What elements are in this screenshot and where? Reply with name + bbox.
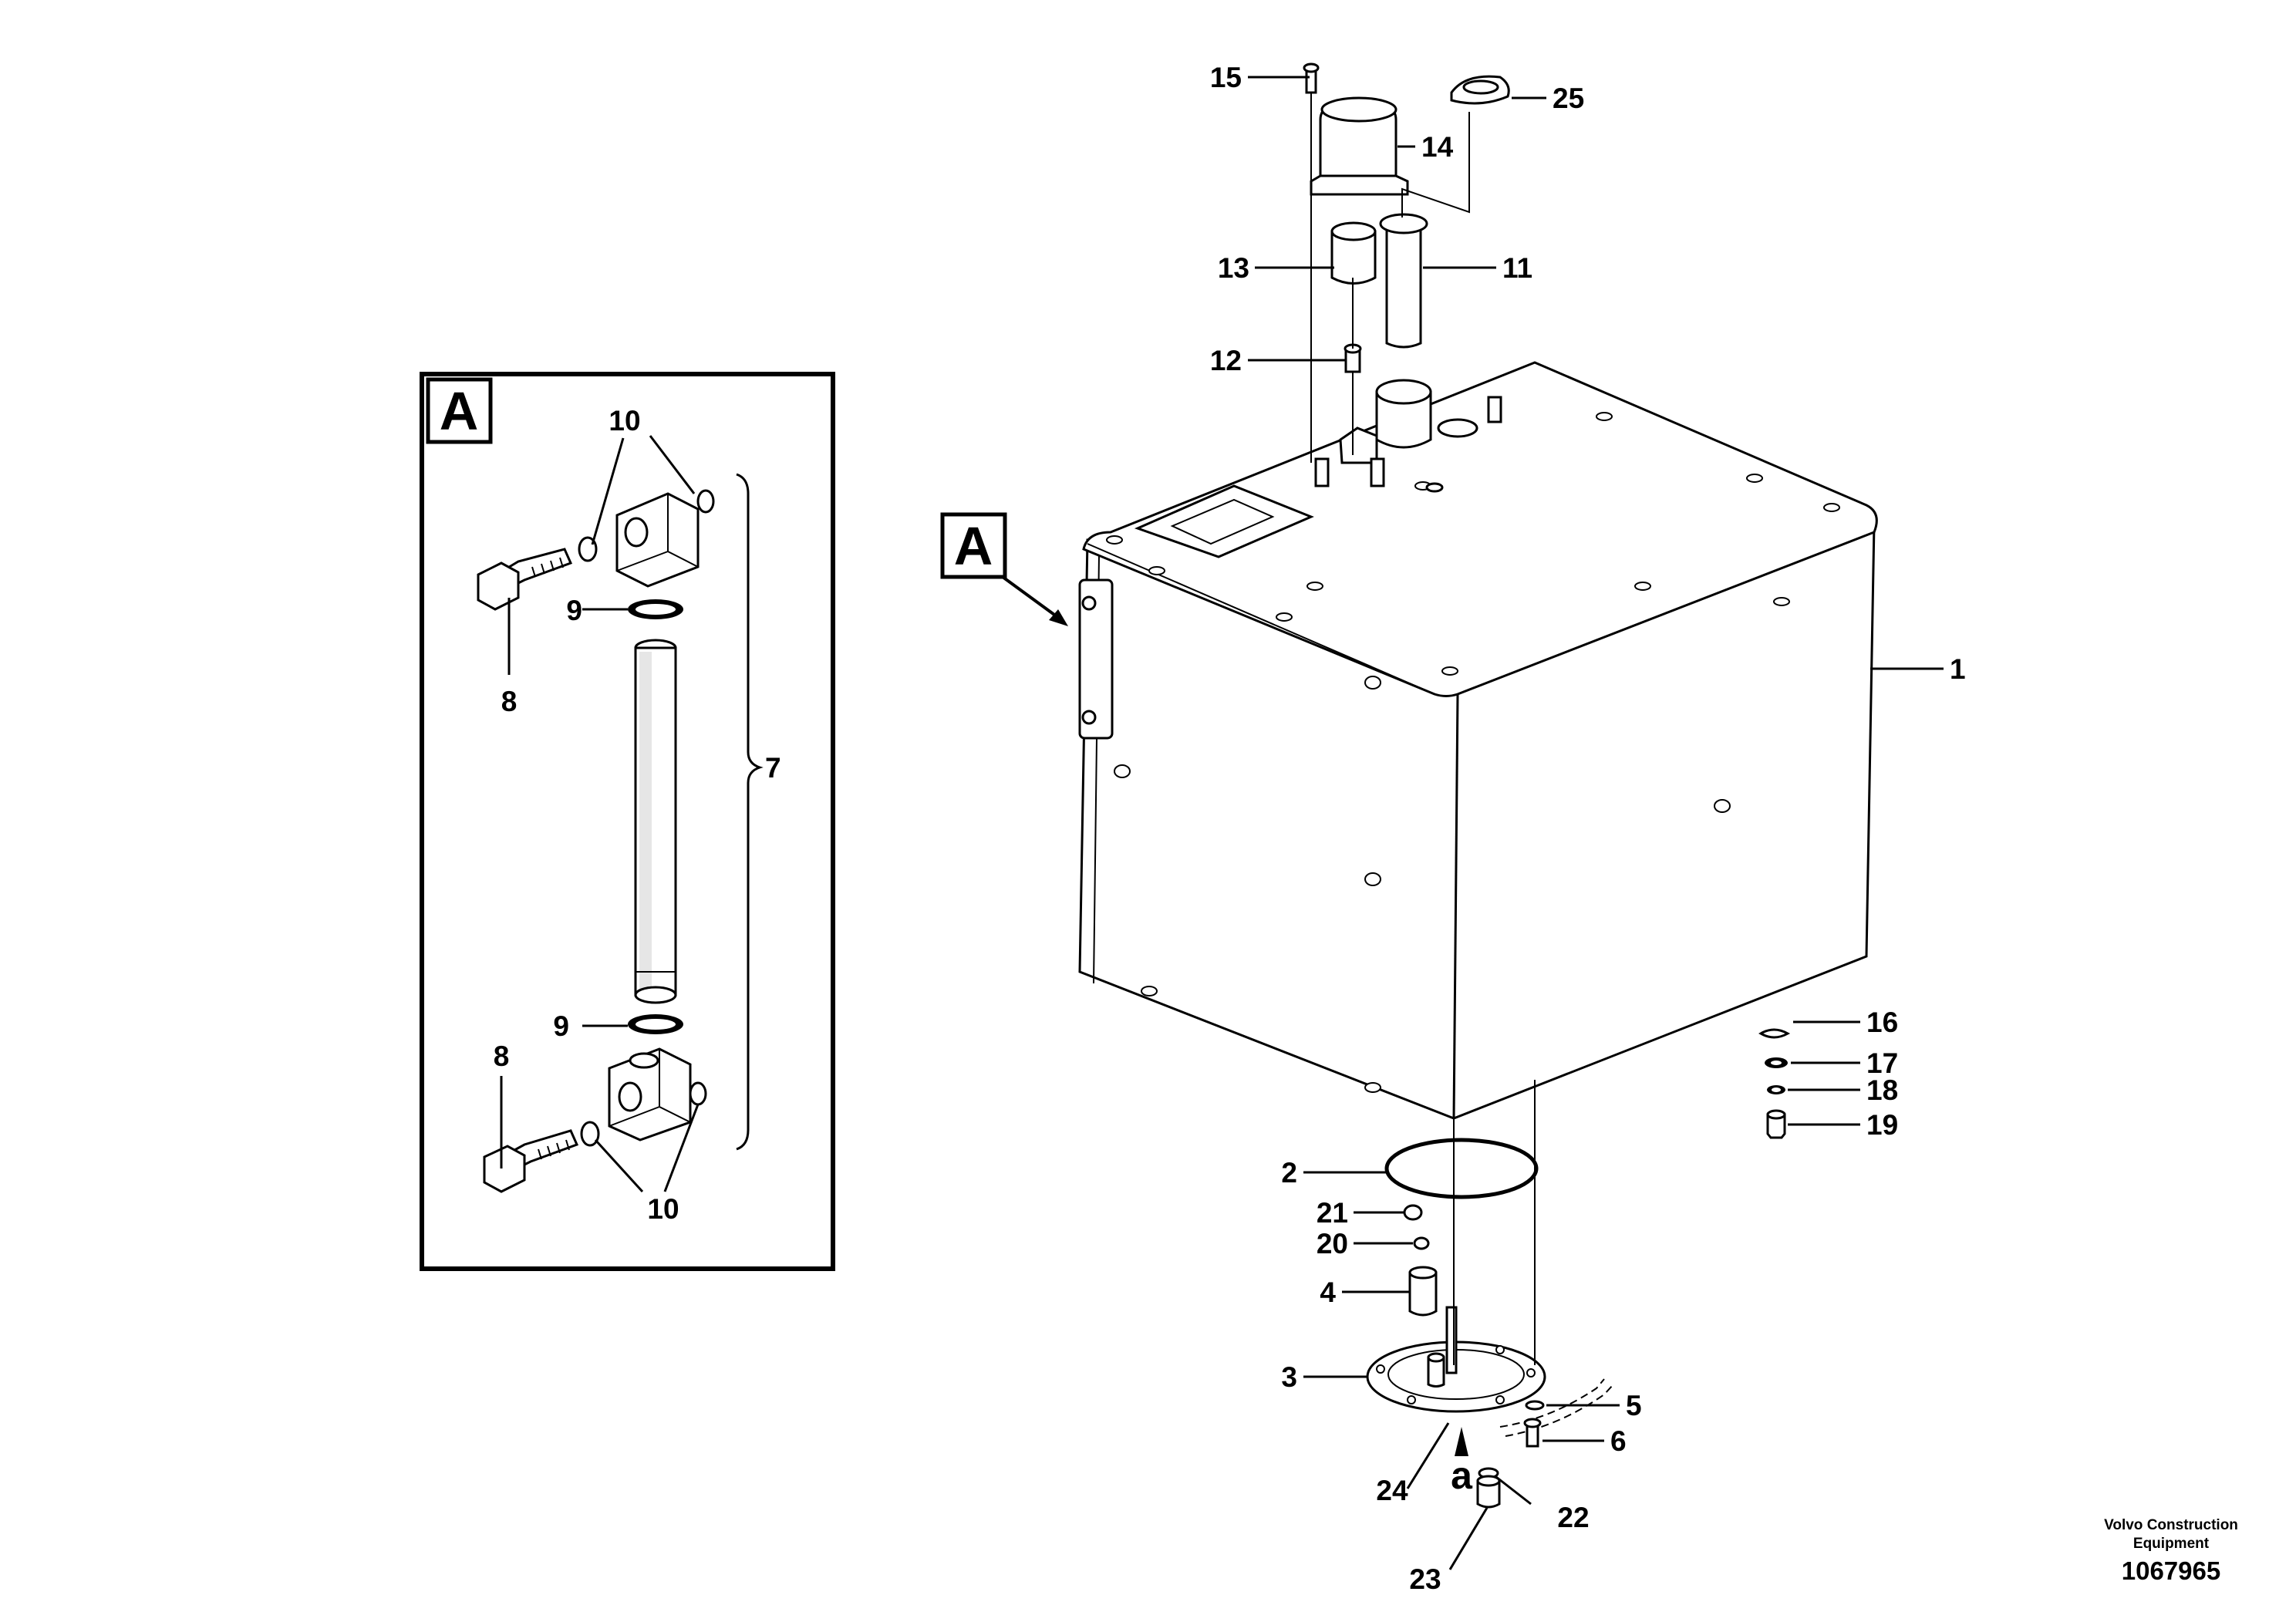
brand-line-1: Volvo Construction: [2104, 1517, 2238, 1533]
callout-6: 6: [1610, 1425, 1627, 1457]
callout-23: 23: [1409, 1563, 1441, 1595]
callout-12: 12: [1210, 345, 1242, 376]
upper-seal-ring: [628, 599, 683, 619]
washer-18: [1767, 1085, 1785, 1094]
callout-25: 25: [1553, 83, 1584, 114]
callout-2: 2: [1281, 1157, 1297, 1189]
callout-15: 15: [1210, 62, 1242, 93]
view-a-marker-box: [940, 512, 1007, 579]
callout-24: 24: [1376, 1475, 1408, 1506]
washer-16: [1758, 1028, 1791, 1039]
callout-4: 4: [1320, 1276, 1336, 1308]
screw-15: [1303, 62, 1320, 94]
callout-10-lower: 10: [647, 1193, 679, 1225]
callout-18: 18: [1866, 1074, 1898, 1106]
lower-seal-ring: [628, 1014, 683, 1034]
callout-1: 1: [1950, 653, 1966, 685]
callout-10-upper: 10: [609, 405, 640, 437]
callout-13: 13: [1218, 252, 1249, 284]
view-a-marker-label: A: [954, 516, 993, 576]
upper-banjo-fitting: [578, 489, 715, 588]
washer-17: [1765, 1057, 1788, 1068]
flange-plate-3: [1366, 1306, 1546, 1413]
lower-banjo-fitting: [580, 1047, 707, 1147]
callout-19: 19: [1866, 1109, 1898, 1141]
washer-5: [1525, 1400, 1545, 1411]
callout-11: 11: [1502, 252, 1532, 284]
callout-8-upper: 8: [501, 686, 518, 717]
footer: Volvo Construction Equipment 1067965: [2104, 1517, 2238, 1585]
callout-14: 14: [1421, 131, 1454, 163]
callout-7: 7: [765, 752, 781, 784]
callout-9-lower: 9: [553, 1010, 569, 1042]
level-tube: [634, 639, 677, 1004]
breather-cap: [1450, 75, 1510, 105]
strainer-tube: [1379, 213, 1428, 349]
o-ring-2: [1384, 1138, 1539, 1199]
tank-body: [1078, 361, 1878, 1120]
callout-8-lower: 8: [494, 1040, 510, 1072]
upper-banjo-bolt: [477, 548, 573, 611]
bolt-19: [1766, 1109, 1786, 1139]
detail-view-label-box: [426, 377, 493, 444]
detail-view-a: A: [420, 372, 835, 1271]
plug-21: [1403, 1204, 1423, 1221]
detail-view-label: A: [440, 381, 479, 441]
washer-20: [1413, 1236, 1430, 1250]
pipe-stub: [1499, 1378, 1614, 1437]
assembly-brace: [736, 473, 764, 1151]
brand-line-2: Equipment: [2133, 1536, 2210, 1552]
detail-frame: [420, 372, 835, 1271]
filter-element: [1330, 221, 1377, 285]
callout-17: 17: [1866, 1047, 1898, 1079]
callout-5: 5: [1626, 1390, 1642, 1421]
callout-20: 20: [1317, 1228, 1348, 1259]
callout-21: 21: [1317, 1197, 1348, 1229]
hydraulic-tank-assembly: A a 15 25: [940, 62, 1966, 1595]
callout-16: 16: [1866, 1007, 1898, 1038]
bolt-6: [1523, 1418, 1542, 1448]
plug-23: [1476, 1475, 1501, 1509]
sensor-4: [1408, 1266, 1438, 1317]
fitting-12: [1344, 343, 1362, 373]
callout-9-upper: 9: [566, 595, 582, 626]
document-number: 1067965: [2122, 1556, 2220, 1585]
filter-housing-cover: [1310, 96, 1409, 196]
lower-banjo-bolt: [483, 1129, 579, 1193]
callout-22: 22: [1557, 1502, 1589, 1533]
callout-3: 3: [1281, 1361, 1297, 1393]
section-arrow: [1455, 1427, 1468, 1456]
section-marker-label: a: [1451, 1454, 1473, 1497]
